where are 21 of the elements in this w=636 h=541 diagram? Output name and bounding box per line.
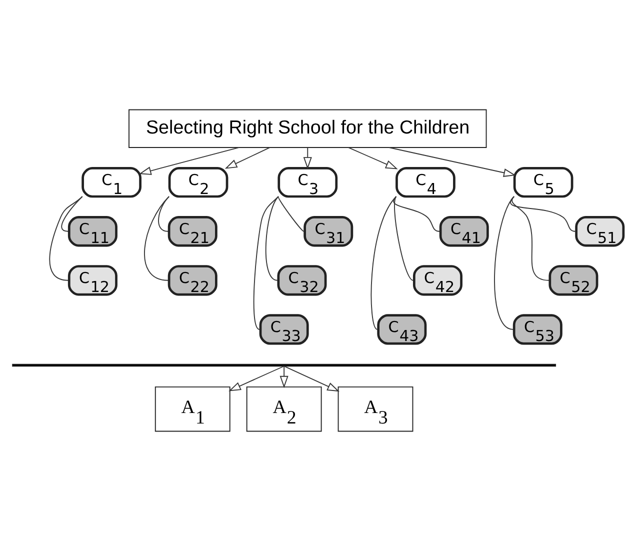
connector (494, 196, 515, 330)
arrow (284, 366, 340, 392)
arrow (388, 147, 516, 177)
connector (394, 196, 414, 281)
arrow (228, 366, 284, 392)
arrow (280, 366, 288, 388)
arrow (303, 147, 312, 170)
connector (278, 196, 304, 232)
arrow (224, 147, 270, 169)
connector (253, 196, 279, 330)
connector (144, 196, 170, 281)
connector (370, 196, 397, 330)
connector (512, 196, 550, 281)
connector (49, 196, 83, 281)
node-box: Selecting Right School for the Children (128, 109, 487, 148)
arrow (348, 147, 398, 170)
arrow (138, 147, 240, 175)
connector (510, 196, 576, 232)
node-bar (12, 364, 556, 367)
connector (61, 196, 83, 232)
connector (265, 196, 279, 281)
